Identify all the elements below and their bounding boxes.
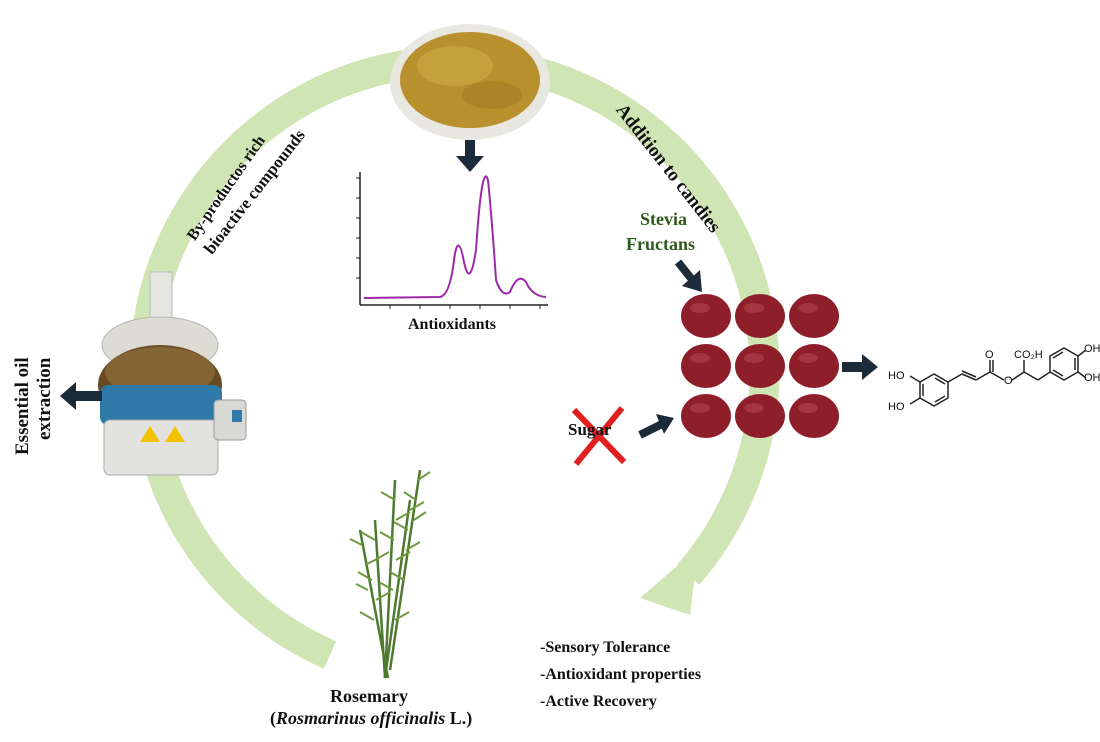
extraction-label-1: Essential oil — [12, 357, 33, 455]
candy-item — [735, 344, 785, 388]
candy-item — [789, 294, 839, 338]
candy-highlight — [690, 303, 710, 313]
sugar-label: Sugar — [568, 420, 612, 439]
molecule-co2h: CO₂H — [1014, 349, 1043, 361]
candy-item — [681, 394, 731, 438]
candy-highlight — [744, 303, 764, 313]
sugar-arrow-icon — [638, 414, 674, 439]
candy-highlight — [690, 353, 710, 363]
candy-highlight — [798, 353, 818, 363]
extraction-label-2: extraction — [34, 357, 55, 440]
molecule-oh-1: OH — [1084, 343, 1100, 355]
molecule-structure — [909, 347, 1087, 407]
candies-grid — [681, 294, 839, 438]
candy-highlight — [744, 353, 764, 363]
candy-highlight — [798, 303, 818, 313]
cycle-arrowhead — [640, 548, 698, 615]
plant-scientific-italic: Rosmarinus officinalis — [276, 708, 446, 728]
molecule-ho-1: HO — [888, 370, 905, 382]
chromatogram-plot — [356, 172, 548, 309]
molecule-o-carbonyl: O — [985, 349, 994, 361]
chromatogram-trace — [363, 175, 547, 299]
cycle-arc-main — [129, 46, 780, 669]
chromatogram-title: Antioxidants — [408, 316, 497, 333]
plant-name: Rosemary — [330, 686, 408, 706]
left-arrow-icon — [60, 382, 102, 410]
outcomes-list: -Sensory Tolerance -Antioxidant properti… — [540, 634, 701, 715]
sugar-crossed-icon — [571, 406, 627, 466]
sweetener-fructans: Fructans — [626, 234, 695, 254]
plant-scientific: (Rosmarinus officinalis L.) — [270, 708, 473, 728]
right-arrow-icon — [842, 354, 878, 380]
candy-highlight — [798, 403, 818, 413]
candy-item — [789, 344, 839, 388]
candy-item — [735, 294, 785, 338]
candy-highlight — [744, 403, 764, 413]
molecule-o-ester: O — [1004, 375, 1013, 387]
rosemary-plant-image — [349, 469, 431, 679]
outcome-item: -Active Recovery — [540, 693, 657, 710]
plant-scientific-suffix: L. — [445, 708, 467, 728]
candy-item — [681, 344, 731, 388]
candy-item — [735, 394, 785, 438]
sweetener-arrow-icon — [674, 259, 702, 292]
candy-item — [681, 294, 731, 338]
molecule-ho-2: HO — [888, 401, 905, 413]
sweetener-stevia: Stevia — [640, 209, 687, 229]
outcome-item: -Antioxidant properties — [540, 666, 702, 683]
candy-highlight — [690, 403, 710, 413]
extraction-apparatus-image — [98, 271, 247, 476]
down-arrow-icon — [456, 140, 484, 172]
molecule-oh-2: OH — [1084, 372, 1100, 384]
outcome-item: -Sensory Tolerance — [540, 639, 671, 656]
candy-item — [789, 394, 839, 438]
powder-bowl-image — [390, 24, 550, 140]
